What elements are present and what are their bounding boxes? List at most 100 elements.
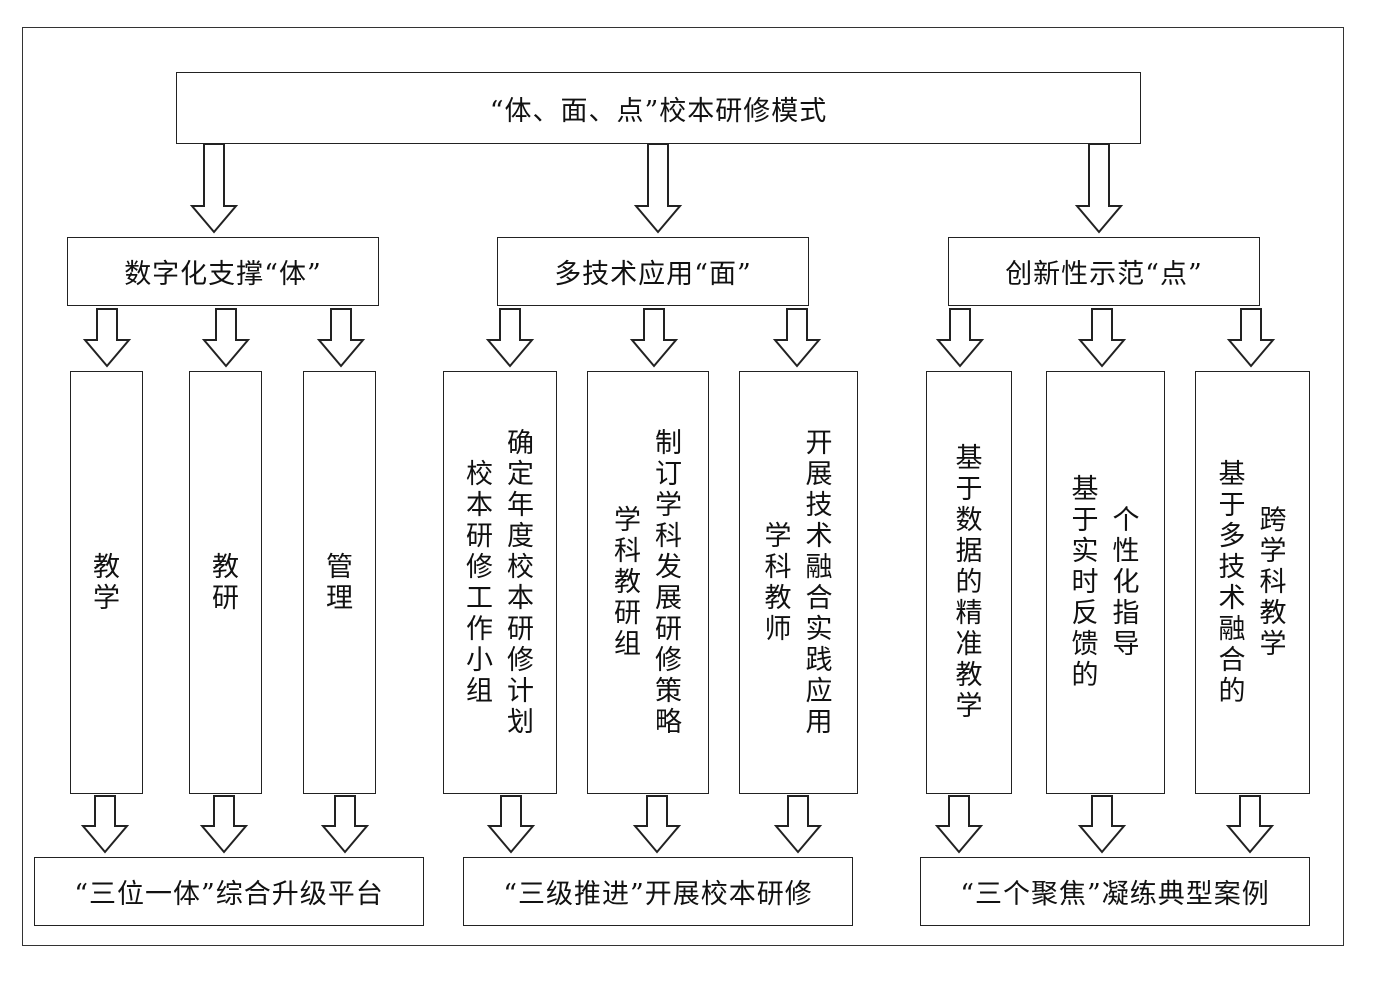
column-char: 学 [655, 489, 682, 521]
column-teaching: 教学 [70, 371, 143, 794]
column-char: 研 [212, 582, 239, 614]
column-char: 发 [655, 551, 682, 583]
column-text: 学科教师 [765, 521, 792, 645]
column-text: 确定年度校本研修计划 [507, 428, 534, 738]
column-char: 术 [805, 520, 833, 552]
column-char: 反 [1071, 598, 1099, 629]
column-char: 组 [466, 675, 493, 707]
column-char: 修 [655, 644, 682, 676]
diagram-frame [22, 27, 1344, 946]
column-char: 教 [93, 551, 120, 583]
column-char: 年 [507, 489, 534, 521]
column-precision-teaching: 基于数据的精准教学 [926, 371, 1012, 794]
column-char: 性 [1112, 536, 1140, 567]
column-char: 基 [955, 443, 983, 474]
column-char: 合 [1218, 644, 1246, 676]
column-char: 科 [614, 536, 641, 567]
column-char: 于 [1071, 505, 1099, 536]
column-interdisciplinary: 跨学科教学 基于多技术融合的 [1195, 371, 1310, 794]
column-text: 教学 [93, 552, 120, 614]
column-text: 管理 [326, 552, 353, 614]
column-char: 用 [805, 706, 833, 738]
column-text: 制订学科发展研修策略 [655, 428, 682, 738]
column-char: 研 [507, 613, 534, 645]
column-char: 组 [614, 629, 641, 660]
column-text: 基于多技术融合的 [1219, 459, 1246, 707]
column-char: 实 [1071, 536, 1099, 567]
column-char: 本 [466, 489, 493, 521]
group-footer-label: “三级推进”开展校本研修 [503, 879, 813, 910]
column-char: 学 [614, 505, 641, 536]
column-char: 术 [1218, 582, 1246, 614]
column-char: 工 [466, 582, 493, 614]
column-char: 划 [507, 706, 534, 738]
column-char: 于 [955, 474, 983, 505]
column-char: 展 [655, 582, 682, 614]
column-char: 指 [1112, 598, 1140, 629]
group-footer-three-focus: “三个聚焦”凝练典型案例 [920, 857, 1310, 926]
column-char: 技 [805, 489, 833, 521]
column-char: 馈 [1071, 629, 1099, 660]
column-text: 个性化指导 [1113, 505, 1140, 660]
column-char: 学 [955, 691, 983, 722]
column-char: 教 [1259, 598, 1287, 629]
column-char: 于 [1218, 489, 1246, 521]
column-char: 科 [1259, 567, 1287, 598]
column-char: 校 [507, 551, 534, 583]
column-char: 技 [1218, 551, 1246, 583]
column-char: 研 [466, 520, 493, 552]
column-char: 的 [1071, 660, 1099, 691]
column-char: 导 [1112, 629, 1140, 660]
column-char: 研 [655, 613, 682, 645]
column-char: 教 [764, 582, 792, 614]
column-personalized-guidance: 个性化指导 基于实时反馈的 [1046, 371, 1165, 794]
column-text: 校本研修工作小组 [466, 459, 493, 707]
column-char: 精 [955, 598, 983, 629]
column-char: 融 [805, 551, 833, 583]
column-char: 化 [1112, 567, 1140, 598]
column-text: 教研 [212, 552, 239, 614]
column-char: 教 [955, 660, 983, 691]
column-char: 数 [955, 505, 983, 536]
column-char: 融 [1218, 613, 1246, 645]
title-box: “体、面、点”校本研修模式 [176, 72, 1141, 144]
column-management: 管理 [303, 371, 376, 794]
column-subject-strategy: 制订学科发展研修策略 学科教研组 [587, 371, 709, 794]
column-char: 的 [955, 567, 983, 598]
column-char: 确 [507, 427, 534, 459]
column-char: 制 [655, 427, 682, 459]
column-text: 基于实时反馈的 [1072, 474, 1099, 691]
column-char: 科 [655, 520, 682, 552]
column-char: 教 [614, 567, 641, 598]
column-char: 校 [466, 458, 493, 490]
column-text: 基于数据的精准教学 [956, 443, 983, 722]
column-char: 应 [805, 675, 833, 707]
group-header-label: 多技术应用“面” [554, 259, 752, 290]
column-char: 时 [1071, 567, 1099, 598]
column-char: 订 [655, 458, 682, 490]
column-char: 修 [507, 644, 534, 676]
column-char: 开 [805, 427, 833, 459]
column-char: 个 [1112, 505, 1140, 536]
column-text: 跨学科教学 [1260, 505, 1287, 660]
column-char: 基 [1071, 474, 1099, 505]
group-header-point: 创新性示范“点” [948, 237, 1260, 306]
column-char: 研 [614, 598, 641, 629]
column-char: 管 [326, 551, 353, 583]
column-char: 师 [764, 613, 792, 645]
column-char: 践 [805, 644, 833, 676]
column-char: 理 [326, 582, 353, 614]
column-char: 小 [466, 644, 493, 676]
column-research: 教研 [189, 371, 262, 794]
group-header-body: 数字化支撑“体” [67, 237, 379, 306]
column-char: 的 [1218, 675, 1246, 707]
column-char: 学 [1259, 629, 1287, 660]
column-char: 修 [466, 551, 493, 583]
group-footer-three-level: “三级推进”开展校本研修 [463, 857, 853, 926]
column-char: 作 [466, 613, 493, 645]
column-char: 学 [93, 582, 120, 614]
group-footer-platform: “三位一体”综合升级平台 [34, 857, 424, 926]
column-char: 据 [955, 536, 983, 567]
column-char: 基 [1218, 458, 1246, 490]
column-annual-plan: 确定年度校本研修计划 校本研修工作小组 [443, 371, 557, 794]
